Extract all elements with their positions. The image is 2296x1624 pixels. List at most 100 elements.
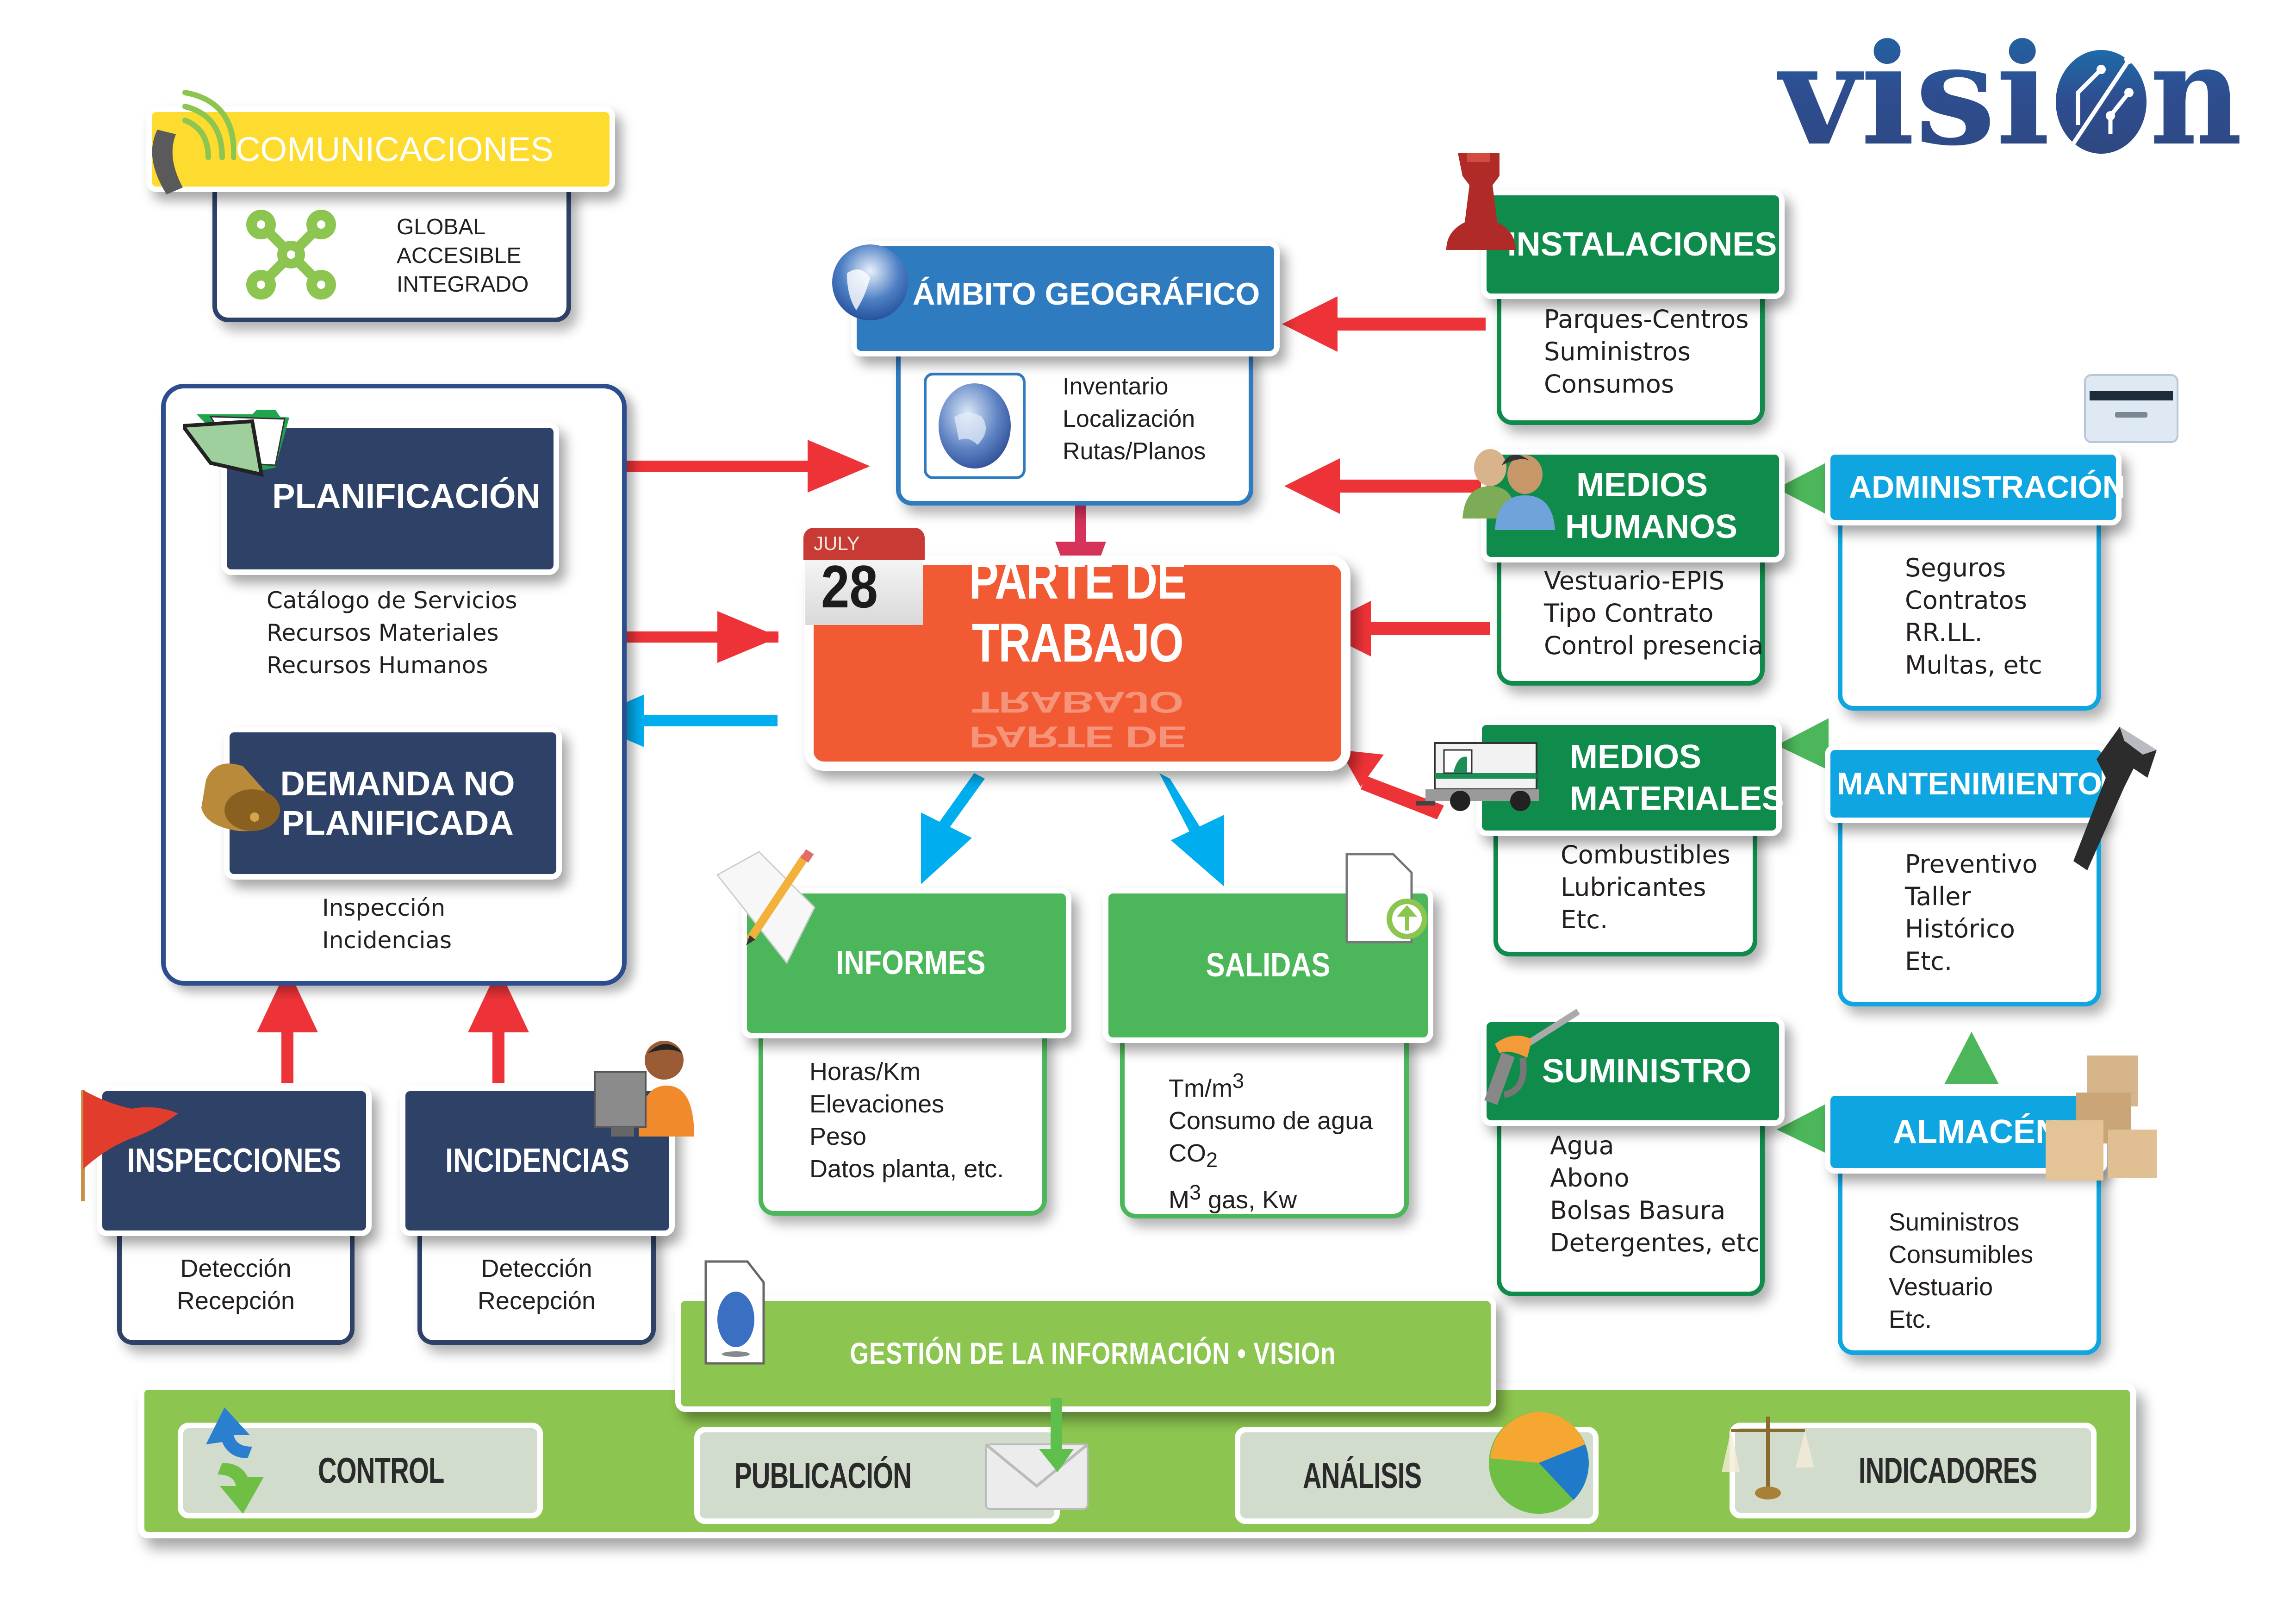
suministro-item: Abono bbox=[1550, 1163, 1630, 1193]
ambito-header[interactable]: ÁMBITO GEOGRÁFICO bbox=[851, 241, 1280, 356]
medios-humanos-item: Control presencia bbox=[1544, 631, 1764, 660]
salidas-item-text: Consumo de agua bbox=[1169, 1107, 1373, 1135]
administracion-item: Multas, etc bbox=[1905, 650, 2042, 680]
vision-logo-mark: visi n bbox=[1777, 32, 2242, 157]
almacen-item: Consumibles bbox=[1889, 1241, 2034, 1268]
ambito-item: Localización bbox=[1063, 406, 1195, 432]
incidencias-title: INCIDENCIAS bbox=[445, 1142, 629, 1180]
medios-materiales-header[interactable]: MEDIOS MATERIALES bbox=[1476, 719, 1784, 836]
almacen-body: Suministros Consumibles Vestuario Etc. bbox=[1838, 1160, 2101, 1355]
wrench-icon bbox=[2073, 727, 2157, 870]
indicadores-button[interactable]: INDICADORES bbox=[1730, 1423, 2097, 1518]
globe-icon bbox=[939, 383, 1011, 468]
arrow-parte-to-informes bbox=[921, 773, 985, 884]
chess-rook-icon bbox=[1446, 153, 1516, 250]
arrow-incidencias-to-demanda bbox=[468, 968, 529, 1083]
almacen-title: ALMACÉN bbox=[1893, 1113, 2060, 1150]
almacen-item: Suministros bbox=[1889, 1208, 2020, 1236]
medios-humanos-body: Vestuario-EPIS Tipo Contrato Control pre… bbox=[1497, 551, 1765, 686]
incidencias-item: Detección bbox=[481, 1255, 592, 1282]
instalaciones-item: Parques-Centros bbox=[1544, 305, 1749, 334]
network-nodes-icon bbox=[246, 210, 336, 300]
planificacion-item: Catálogo de Servicios bbox=[267, 587, 517, 614]
mantenimiento-title: MANTENIMIENTO bbox=[1837, 766, 2102, 801]
medios-materiales-item: Lubricantes bbox=[1561, 873, 1706, 902]
world-globe-icon bbox=[832, 244, 908, 320]
administracion-item: RR.LL. bbox=[1905, 618, 1983, 647]
arrow-mantenimiento-to-medios-materiales bbox=[1768, 712, 1832, 776]
informes-item: Horas/Km bbox=[809, 1058, 921, 1086]
boxes-icon bbox=[2046, 1056, 2157, 1181]
vision-logo: visi n bbox=[1777, 32, 2245, 157]
salidas-item-text: gas, Kw bbox=[1201, 1186, 1297, 1214]
comunicaciones-header[interactable]: COMUNICACIONES bbox=[146, 106, 615, 192]
salidas-item: CO2 bbox=[1169, 1137, 1373, 1176]
salidas-header[interactable]: SALIDAS bbox=[1103, 888, 1433, 1043]
superscript: 3 bbox=[1232, 1069, 1244, 1093]
planificacion-title: PLANIFICACIÓN bbox=[272, 477, 541, 516]
arrow-instalaciones-to-ambito bbox=[1282, 296, 1486, 352]
comunicaciones-title: COMUNICACIONES bbox=[236, 130, 554, 169]
indicadores-label: INDICADORES bbox=[1858, 1450, 2037, 1491]
fuel-nozzle-icon bbox=[1484, 1009, 1580, 1105]
arrow-inspecciones-to-demanda bbox=[257, 968, 318, 1083]
mantenimiento-item: Histórico bbox=[1905, 914, 2015, 943]
medios-humanos-header[interactable]: MEDIOS HUMANOS bbox=[1481, 449, 1785, 562]
suministro-body: Agua Abono Bolsas Basura Detergentes, et… bbox=[1497, 1116, 1765, 1296]
document-upload-icon bbox=[1345, 853, 1427, 943]
salidas-title: SALIDAS bbox=[1206, 947, 1331, 984]
sync-arrows-icon bbox=[206, 1407, 264, 1514]
arrow-medios-humanos-to-ambito bbox=[1284, 458, 1488, 514]
administracion-title: ADMINISTRACIÓN bbox=[1849, 469, 2125, 505]
medios-materiales-body: Combustibles Lubricantes Etc. bbox=[1493, 825, 1757, 956]
administracion-header[interactable]: ADMINISTRACIÓN bbox=[1825, 449, 2125, 525]
suministro-header[interactable]: SUMINISTRO bbox=[1481, 1017, 1785, 1126]
ambito-title: ÁMBITO GEOGRÁFICO bbox=[912, 276, 1260, 312]
flag-icon bbox=[81, 1090, 178, 1201]
mantenimiento-header[interactable]: MANTENIMIENTO bbox=[1825, 744, 2107, 823]
inspecciones-body: Detección Recepción bbox=[117, 1224, 355, 1345]
analisis-label: ANÁLISIS bbox=[1303, 1455, 1422, 1496]
medios-humanos-title-line1: MEDIOS bbox=[1576, 466, 1708, 504]
street-sweeper-icon bbox=[1416, 742, 1539, 811]
instalaciones-header[interactable]: INSTALACIONES bbox=[1481, 190, 1785, 299]
ambito-body: Inventario Localización Rutas/Planos bbox=[896, 345, 1253, 506]
publicacion-button[interactable]: PUBLICACIÓN bbox=[694, 1427, 1060, 1524]
inspecciones-item: Detección bbox=[180, 1255, 292, 1282]
planificacion-item: Recursos Materiales bbox=[267, 619, 499, 646]
salidas-item: Consumo de agua bbox=[1169, 1105, 1373, 1137]
incidencias-item: Recepción bbox=[477, 1287, 596, 1315]
salidas-body: Tm/m3 Consumo de agua CO2 M3 gas, Kw bbox=[1120, 1032, 1409, 1218]
envelope-download-icon bbox=[985, 1398, 1089, 1510]
scales-icon bbox=[1722, 1417, 1814, 1499]
suministro-item: Bolsas Basura bbox=[1550, 1196, 1726, 1225]
globe-document-icon bbox=[704, 1260, 765, 1365]
medios-materiales-title-line2: MATERIALES bbox=[1570, 780, 1784, 817]
globe-frame bbox=[924, 373, 1026, 479]
demanda-header[interactable]: DEMANDA NO PLANIFICADA bbox=[224, 727, 562, 880]
gestion-informacion-bar[interactable]: GESTIÓN DE LA INFORMACIÓN • VISIOn bbox=[675, 1295, 1496, 1412]
informes-header[interactable]: INFORMES bbox=[741, 888, 1071, 1038]
administracion-item: Seguros bbox=[1905, 553, 2006, 582]
medios-materiales-item: Combustibles bbox=[1561, 840, 1730, 869]
ambito-item: Rutas/Planos bbox=[1063, 438, 1206, 465]
demanda-item: Inspección bbox=[322, 894, 446, 921]
instalaciones-item: Suministros bbox=[1544, 337, 1691, 366]
salidas-item-text: Tm/m bbox=[1169, 1074, 1232, 1102]
inspecciones-title: INSPECCIONES bbox=[127, 1142, 342, 1180]
people-icon bbox=[1462, 449, 1555, 530]
salidas-item-text: M bbox=[1169, 1186, 1189, 1214]
instalaciones-body: Parques-Centros Suministros Consumos bbox=[1497, 289, 1765, 425]
almacen-item: Etc. bbox=[1889, 1305, 1932, 1333]
demanda-title-line2: PLANIFICADA bbox=[281, 804, 514, 842]
informes-title: INFORMES bbox=[836, 944, 986, 982]
informes-body: Horas/Km Elevaciones Peso Datos planta, … bbox=[759, 1028, 1047, 1216]
medios-humanos-item: Tipo Contrato bbox=[1544, 599, 1714, 628]
almacen-item: Vestuario bbox=[1889, 1273, 1993, 1301]
comunicaciones-body: GLOBAL ACCESIBLE INTEGRADO bbox=[212, 185, 571, 322]
parte-title: PARTE DE TRABAJO bbox=[969, 550, 1187, 674]
salidas-item-text: CO bbox=[1169, 1139, 1206, 1167]
gestion-title: GESTIÓN DE LA INFORMACIÓN • VISIOn bbox=[850, 1336, 1336, 1371]
superscript: 3 bbox=[1189, 1180, 1201, 1204]
administracion-body: Seguros Contratos RR.LL. Multas, etc bbox=[1838, 515, 2101, 711]
